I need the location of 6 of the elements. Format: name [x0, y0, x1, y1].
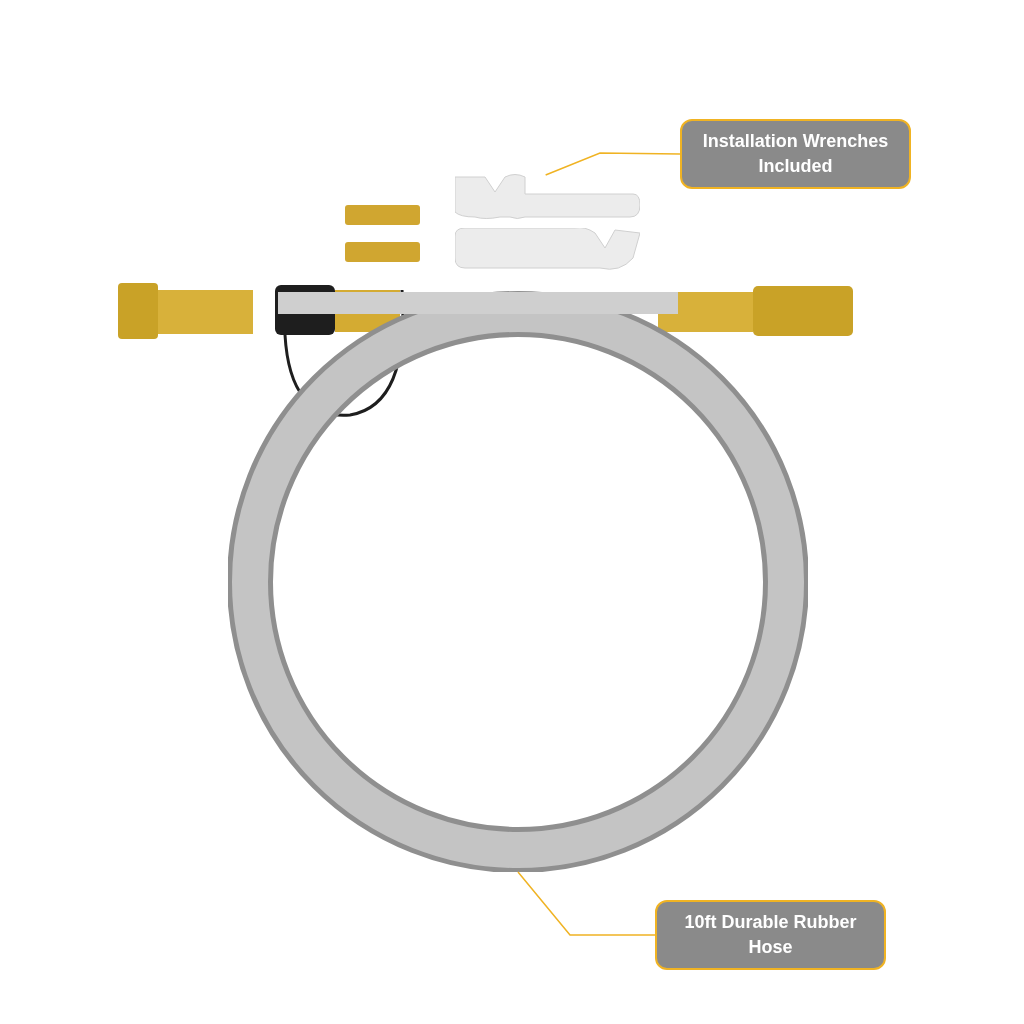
leader-line — [517, 871, 656, 936]
leader-line — [544, 152, 681, 176]
hose-drawing — [228, 290, 808, 872]
callout-box: 10ft Durable Rubber Hose — [655, 900, 886, 970]
callout-box: Installation Wrenches Included — [680, 119, 911, 189]
wrench-drawing — [455, 172, 640, 222]
